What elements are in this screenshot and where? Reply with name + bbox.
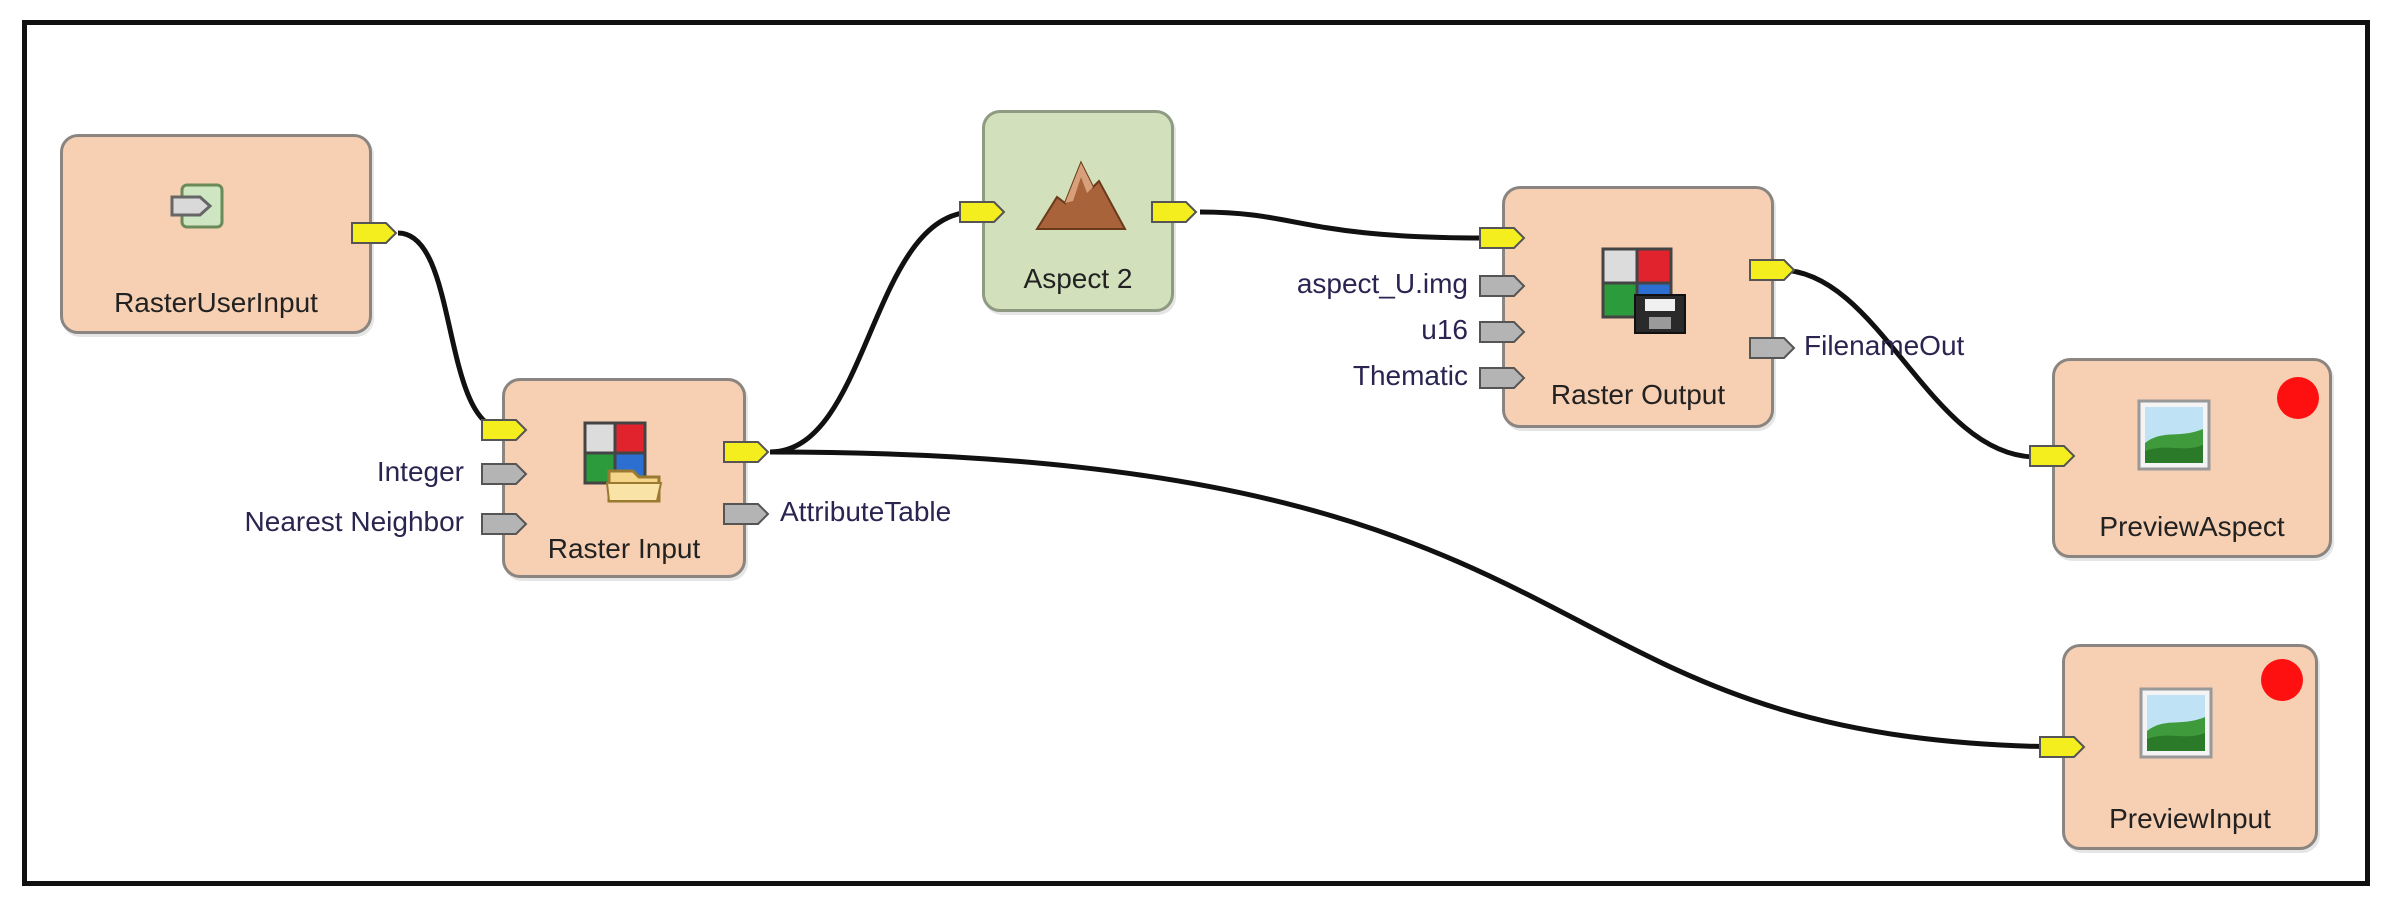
option-port[interactable] <box>480 462 528 486</box>
diagram-canvas <box>22 20 2370 886</box>
output-label-filename-out: FilenameOut <box>1804 330 1965 361</box>
node-raster-user-input[interactable]: RasterUserInput <box>60 134 372 334</box>
node-preview-input[interactable]: PreviewInput <box>2062 644 2318 850</box>
node-label: Raster Input <box>547 533 701 564</box>
node-raster-output[interactable]: Raster Output <box>1502 186 1774 428</box>
node-label: Raster Output <box>1550 379 1726 410</box>
landscape-image-icon <box>2137 399 2211 476</box>
landscape-image-icon <box>2139 687 2213 764</box>
output-port[interactable] <box>722 502 770 526</box>
input-port[interactable] <box>1478 226 1526 250</box>
option-label-integer: Integer <box>376 456 464 487</box>
output-port[interactable] <box>722 440 770 464</box>
raster-folder-icon <box>581 419 663 510</box>
status-indicator <box>2261 659 2303 701</box>
input-port[interactable] <box>2038 735 2086 759</box>
raster-disk-icon <box>1599 245 1689 342</box>
output-port[interactable] <box>1748 336 1796 360</box>
input-port[interactable] <box>2028 444 2076 468</box>
option-label-layer-type: Thematic <box>1352 360 1468 391</box>
output-label-attribute-table: AttributeTable <box>780 496 952 527</box>
option-label-data-type: u16 <box>1421 314 1468 345</box>
option-label-resampling: Nearest Neighbor <box>244 506 464 537</box>
option-port[interactable] <box>1478 274 1526 298</box>
output-port[interactable] <box>1748 258 1796 282</box>
option-port[interactable] <box>480 512 528 536</box>
node-label: RasterUserInput <box>114 287 318 318</box>
node-label: PreviewInput <box>2109 803 2271 834</box>
terrain-peak-icon <box>1035 157 1127 238</box>
node-label: PreviewAspect <box>2099 511 2285 542</box>
node-aspect[interactable]: Aspect 2 <box>982 110 1174 312</box>
input-arrow-icon <box>168 181 226 236</box>
node-preview-aspect[interactable]: PreviewAspect <box>2052 358 2332 558</box>
input-port[interactable] <box>958 200 1006 224</box>
status-indicator <box>2277 377 2319 419</box>
option-port[interactable] <box>1478 366 1526 390</box>
output-port[interactable] <box>1150 200 1198 224</box>
option-label-filename: aspect_U.img <box>1296 268 1468 299</box>
input-port[interactable] <box>480 418 528 442</box>
option-port[interactable] <box>1478 320 1526 344</box>
output-port[interactable] <box>350 221 398 245</box>
node-label: Aspect 2 <box>1023 263 1133 294</box>
node-raster-input[interactable]: Raster Input <box>502 378 746 578</box>
